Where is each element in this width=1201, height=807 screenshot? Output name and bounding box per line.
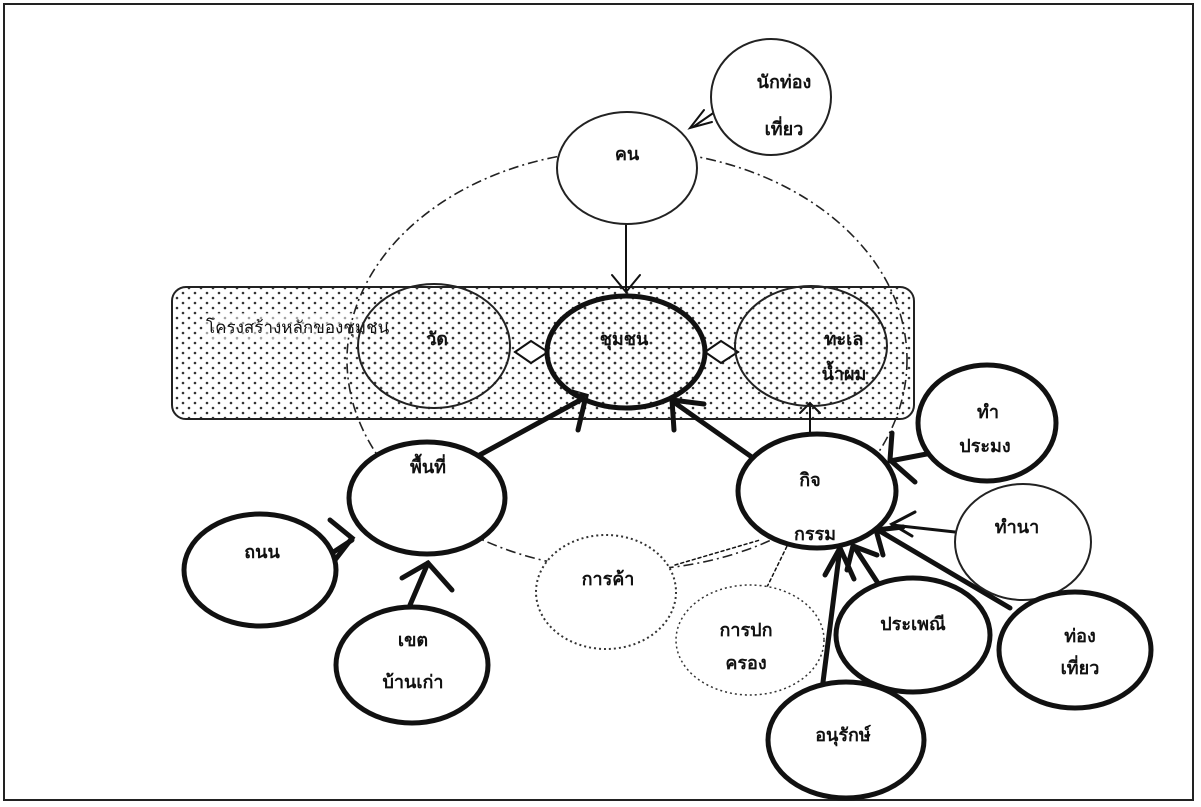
arrow-head-people-community [611,274,641,294]
edge-district-area [407,560,431,608]
node-conservation [765,679,927,801]
node-governance-label-1: การปก [720,620,773,641]
node-district-label-2: บ้านเก่า [383,672,444,693]
node-sea-label-2: น้ำผม [822,360,867,385]
node-trade [535,534,677,650]
node-tradition [833,575,993,695]
node-tourist [710,38,832,156]
node-temple-label: วัด [426,329,448,350]
edge-tourism-activity [875,527,1013,611]
node-tourism-label-2: เที่ยว [1061,655,1100,679]
node-people-label: คน [615,144,640,165]
node-road [181,511,339,629]
node-area-label: พื้นที่ [410,453,446,478]
node-farming-label: ทำนา [995,517,1039,538]
arrow-head-tourist-people [687,109,713,130]
node-conservation-label: อนุรักษ์ [815,724,871,747]
edge-activity-community [672,400,759,463]
node-community [544,293,708,411]
node-road-label: ถนน [244,542,280,563]
node-people [556,111,698,225]
node-tradition-label: ประเพณี [880,614,946,635]
node-farming [954,483,1092,601]
node-community-label: ชุมชน [600,329,649,351]
node-governance-label-2: ครอง [725,653,766,674]
node-tourism [996,589,1154,711]
node-tourist-label-2: เที่ยว [765,116,804,140]
edge-governance-activity [766,539,791,588]
edge-conservation-activity [819,545,843,693]
arrow-head-road-area [327,517,356,563]
node-activity-label-2: กรรม [794,524,836,545]
arrow-head-district-area [399,559,455,593]
node-activity [735,431,899,551]
node-fishing-label-2: ประมง [959,436,1010,457]
node-sea-label-1: ทะเล [825,329,864,350]
node-governance [675,584,825,696]
arrow-head-fishing-activity [887,430,918,485]
node-fishing-label-1: ทำ [977,402,999,423]
node-activity-label-1: กิจ [799,470,821,491]
node-district-label-1: เขต [398,630,428,651]
diagram-frame [3,3,1194,801]
edge-trade-activity [674,539,761,566]
node-area [346,439,508,557]
node-sea [734,285,888,407]
structure-region-label: โครงสร้างหลักของชุมชน [206,317,390,338]
node-trade-label: การค้า [582,569,635,590]
node-tourism-label-1: ท่อง [1064,626,1095,647]
node-fishing [915,362,1059,484]
node-district [333,604,491,726]
arrow-head-farming-activity [888,510,917,538]
edge-area-community [462,395,587,466]
node-temple [357,283,511,409]
node-tourist-label-1: นักท่อง [757,72,812,93]
